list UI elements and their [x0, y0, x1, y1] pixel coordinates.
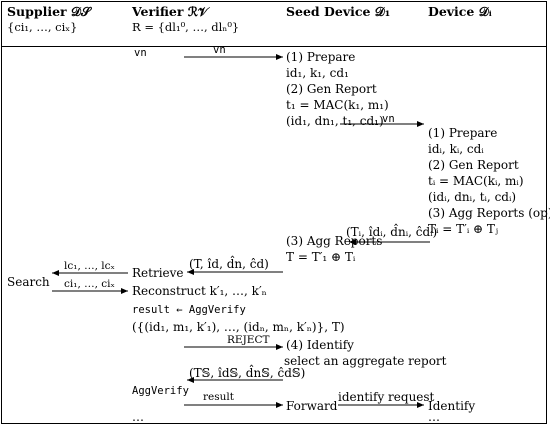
device-mac: tᵢ = MAC(kᵢ, mᵢ) — [428, 174, 524, 188]
device-ellipsis: … — [428, 410, 440, 424]
seed-device-header: Seed Device 𝒟₁ — [286, 4, 391, 19]
supplier-search: Search — [7, 275, 50, 289]
msg-vn-to-device-label: vn — [382, 113, 395, 125]
seed-prepare-values: id₁, k₁, cd₁ — [286, 66, 349, 80]
msg-report-s-label: (T𝕊, îd𝕊, d̂n𝕊, ĉd𝕊) — [189, 366, 306, 380]
seed-step-gen-report: (2) Gen Report — [286, 82, 377, 96]
verifier-result-assign: result ← AggVerify — [132, 304, 246, 316]
verifier-reference: R = {dl₁⁰, …, dlₙ⁰} — [132, 20, 240, 34]
msg-agg-to-verifier-label: (T, îd, d̂n, ĉd) — [189, 257, 269, 271]
seed-step-agg-reports: (3) Agg Reports — [286, 234, 383, 248]
msg-agg-to-seed-label: (Tᵢ, îdᵢ, d̂nᵢ, ĉdᵢ) — [346, 225, 438, 239]
verifier-ellipsis: … — [132, 410, 144, 424]
seed-step-identify: (4) Identify — [286, 338, 354, 352]
device-step-gen-report: (2) Gen Report — [428, 158, 519, 172]
msg-vn-to-seed-label: vn — [213, 44, 226, 56]
header-divider — [1, 46, 547, 47]
device-identify: Identify — [428, 399, 476, 413]
device-header: Device 𝒟ᵢ — [428, 4, 492, 19]
verifier-reconstruct: Reconstruct k′₁, …, k′ₙ — [132, 284, 267, 298]
verifier-aggverify: AggVerify — [132, 385, 189, 397]
verifier-retrieve: Retrieve — [132, 266, 184, 280]
verifier-nonce: vn — [134, 47, 147, 59]
seed-step-prepare: (1) Prepare — [286, 50, 356, 64]
msg-ci-to-verifier-label: ci₁, …, ciₓ — [64, 278, 115, 290]
msg-result-label: result — [203, 391, 234, 403]
verifier-header: Verifier ℛ𝒱 — [132, 4, 209, 19]
device-step-agg-reports: (3) Agg Reports (op) — [428, 206, 550, 220]
msg-identify-request-label: identify request — [338, 390, 435, 404]
msg-lc-to-supplier-label: lc₁, …, lcₓ — [64, 260, 115, 272]
supplier-credentials: {ci₁, …, ciₓ} — [7, 20, 78, 34]
device-step-prepare: (1) Prepare — [428, 126, 498, 140]
seed-mac: t₁ = MAC(k₁, m₁) — [286, 98, 389, 112]
seed-select-report: select an aggregate report — [284, 354, 447, 368]
seed-aggregate-eq: T = T′₁ ⊕ Tᵢ — [286, 250, 356, 264]
device-report-tuple: (idᵢ, dnᵢ, tᵢ, cdᵢ) — [428, 190, 517, 204]
verifier-aggverify-args: ({(id₁, m₁, k′₁), …, (idₙ, mₙ, k′ₙ)}, T) — [132, 320, 345, 334]
device-prepare-values: idᵢ, kᵢ, cdᵢ — [428, 142, 484, 156]
supplier-header: Supplier 𝒟𝒮 — [7, 4, 91, 19]
seed-forward: Forward — [286, 399, 338, 413]
msg-reject-label: REJECT — [227, 334, 270, 346]
device-aggregate-eq: Tᵢ = T′ᵢ ⊕ Tⱼ — [428, 222, 499, 236]
